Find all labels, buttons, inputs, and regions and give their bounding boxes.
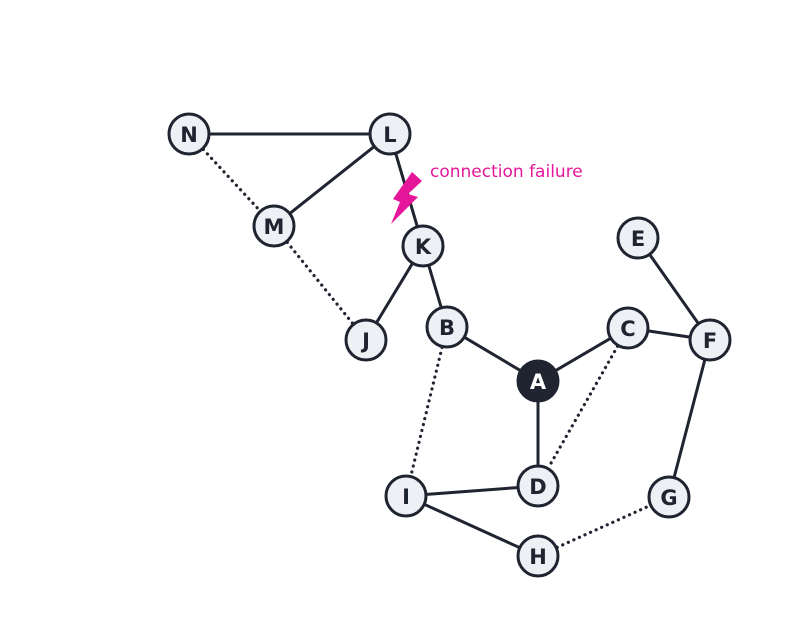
node-circle: [516, 534, 560, 578]
node-label: K: [415, 235, 432, 259]
node-label: D: [529, 475, 546, 499]
node-k: K: [401, 224, 445, 268]
node-d: D: [516, 464, 560, 508]
node-circle: [384, 474, 428, 518]
edge-c-f: [647, 329, 691, 339]
node-f: F: [688, 318, 732, 362]
node-circle: [425, 305, 469, 349]
node-label: G: [660, 486, 677, 510]
node-circle: [252, 204, 296, 248]
node-label: M: [264, 215, 285, 239]
node-e: E: [616, 216, 660, 260]
edge-c-d: [546, 344, 620, 470]
node-circle: [516, 359, 560, 403]
node-circle: [344, 318, 388, 362]
node-circle: [368, 112, 412, 156]
node-c: C: [606, 306, 650, 350]
edge-m-j: [285, 240, 355, 326]
failure-annotation: connection failure: [391, 162, 583, 224]
node-h: H: [516, 534, 560, 578]
edges-layer: [201, 132, 707, 549]
edge-n-m: [201, 147, 262, 213]
nodes-layer: N L M K J B A C E F I D G H: [167, 112, 732, 578]
node-circle: [688, 318, 732, 362]
edge-b-i: [409, 345, 444, 478]
node-label: H: [529, 545, 547, 569]
lightning-bolt-icon: [391, 172, 422, 224]
node-a: A: [516, 359, 560, 403]
connection-failure-label: connection failure: [430, 162, 583, 182]
node-circle: [167, 112, 211, 156]
node-l: L: [368, 112, 412, 156]
edge-b-a: [463, 336, 522, 372]
node-circle: [516, 464, 560, 508]
edge-a-c: [554, 337, 612, 372]
edge-i-h: [423, 503, 521, 549]
edge-h-g: [555, 504, 652, 549]
node-label: J: [360, 329, 370, 353]
node-circle: [616, 216, 660, 260]
node-n: N: [167, 112, 211, 156]
edge-k-b: [427, 264, 443, 309]
edge-k-j: [375, 262, 414, 324]
node-label: A: [530, 370, 547, 394]
edge-f-g: [672, 358, 707, 479]
node-g: G: [647, 475, 691, 519]
node-m: M: [252, 204, 296, 248]
node-label: E: [631, 227, 645, 251]
node-label: I: [402, 485, 410, 509]
node-label: B: [439, 316, 455, 340]
node-label: F: [703, 329, 717, 353]
node-circle: [606, 306, 650, 350]
node-label: L: [383, 123, 396, 147]
node-circle: [401, 224, 445, 268]
node-b: B: [425, 305, 469, 349]
node-label: C: [620, 317, 635, 341]
node-circle: [647, 475, 691, 519]
node-j: J: [344, 318, 388, 362]
node-i: I: [384, 474, 428, 518]
node-label: N: [180, 123, 198, 147]
edge-e-f: [648, 253, 700, 325]
edge-i-d: [425, 486, 519, 496]
edge-l-m: [288, 145, 376, 215]
